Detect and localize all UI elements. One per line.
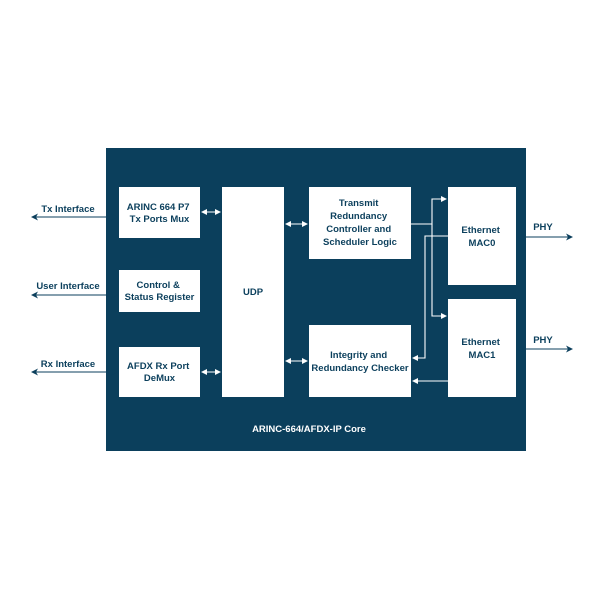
ethernet-mac1-block: Ethernet MAC1 — [448, 299, 516, 397]
phy1-label: PHY — [533, 335, 553, 346]
svg-text:Integrity and Redundancy: Integrity and Redundancy Checker — [311, 350, 408, 374]
svg-text:Transmit Redundancy: Transmit Redundancy Controller and Sched… — [323, 198, 397, 248]
phy0-label: PHY — [533, 222, 553, 233]
tx-mux-label-line-2: Tx Ports Mux — [130, 214, 190, 225]
svg-text:Ethernet MAC1: Ethernet MAC1 — [461, 337, 502, 361]
rx-demux-label-line-2: DeMux — [144, 373, 176, 384]
tx-red-label-line-1: Transmit — [339, 198, 379, 209]
user-interface-label: User Interface — [36, 281, 99, 292]
svg-text:ARINC 664 P7 Tx Ports Mu: ARINC 664 P7 Tx Ports Mux — [127, 202, 192, 225]
mac1-label-line-2: MAC1 — [469, 350, 497, 361]
tx-mux-label-line-1: ARINC 664 P7 — [127, 202, 190, 213]
arrow-mac0-intred — [412, 235, 448, 361]
ethernet-mac0-block: Ethernet MAC0 — [448, 187, 516, 285]
tx-red-label-line-3: Controller and — [326, 224, 391, 235]
tx-ports-mux-block: ARINC 664 P7 Tx Ports Mux — [119, 187, 200, 238]
rx-demux-label-line-1: AFDX Rx Port — [127, 361, 190, 372]
mac1-label-line-1: Ethernet — [461, 337, 500, 348]
int-red-label-line-1: Integrity and — [330, 350, 387, 361]
arrow-txred-mac0 — [411, 196, 447, 225]
mac0-label-line-2: MAC0 — [469, 238, 496, 249]
svg-text:AFDX Rx Port DeMux: AFDX Rx Port DeMux — [127, 361, 192, 384]
ctrl-label-line-2: Status Register — [125, 292, 195, 303]
arrow-txred-mac1 — [431, 224, 447, 319]
udp-block: UDP — [222, 187, 284, 397]
svg-text:Control & Status Registe: Control & Status Register — [125, 280, 195, 303]
afdx-rx-port-demux-block: AFDX Rx Port DeMux — [119, 347, 200, 397]
control-status-register-block: Control & Status Register — [119, 270, 200, 312]
udp-label: UDP — [243, 287, 264, 298]
svg-text:UDP: UDP — [243, 287, 264, 298]
int-red-label-line-2: Redundancy Checker — [311, 363, 408, 374]
svg-text:Ethernet MAC0: Ethernet MAC0 — [461, 225, 502, 249]
ctrl-label-line-1: Control & — [137, 280, 180, 291]
integrity-redundancy-checker-block: Integrity and Redundancy Checker — [309, 325, 411, 397]
rx-interface-label: Rx Interface — [41, 359, 95, 370]
tx-red-label-line-2: Redundancy — [330, 211, 388, 222]
core-title: ARINC-664/AFDX-IP Core — [252, 424, 366, 435]
tx-interface-label: Tx Interface — [41, 204, 94, 215]
transmit-redundancy-block: Transmit Redundancy Controller and Sched… — [309, 187, 411, 259]
mac0-label-line-1: Ethernet — [461, 225, 500, 236]
tx-red-label-line-4: Scheduler Logic — [323, 237, 397, 248]
